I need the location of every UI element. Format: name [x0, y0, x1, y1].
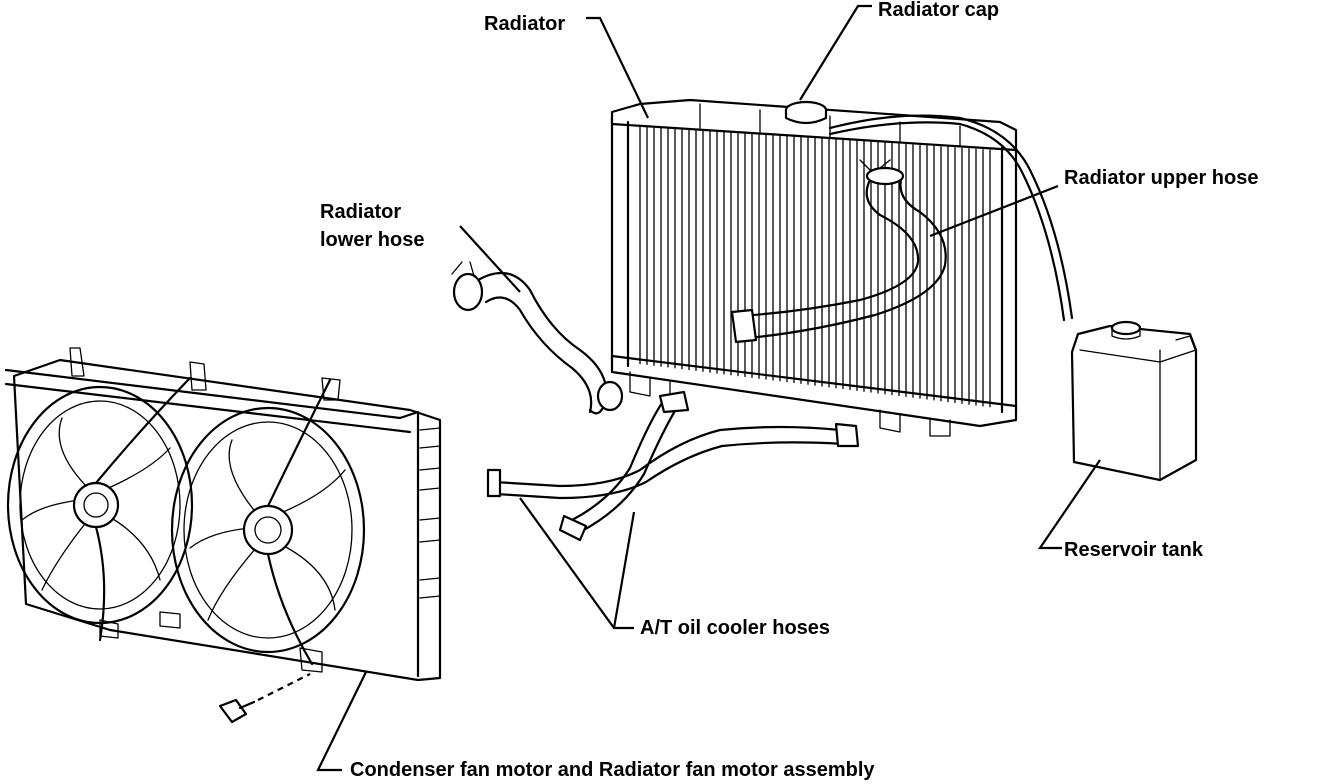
label-radiator-lower-hose-line2: lower hose: [320, 229, 425, 251]
radiator-lower-hose: [451, 261, 624, 415]
label-radiator-cap: Radiator cap: [878, 0, 1000, 21]
label-fan-assembly: Condenser fan motor and Radiator fan mot…: [350, 759, 875, 781]
fan-shroud-assembly: [4, 347, 442, 682]
label-radiator-lower-hose-line1: Radiator: [320, 201, 402, 223]
at-oil-cooler-hoses: [486, 390, 860, 542]
reservoir-tank: [1070, 320, 1198, 482]
leader-lines: [316, 4, 1101, 772]
radiator-upper-hose: [730, 159, 947, 344]
radiator-cap: [784, 100, 828, 125]
label-reservoir-tank: Reservoir tank: [1064, 539, 1203, 561]
label-radiator: Radiator: [484, 13, 566, 35]
radiator: [610, 98, 1018, 437]
label-radiator-upper-hose: Radiator upper hose: [1064, 167, 1259, 189]
label-at-oil-cooler-hoses: A/T oil cooler hoses: [640, 617, 831, 639]
overflow-tube: [828, 114, 1074, 322]
mounting-bolt: [218, 673, 311, 724]
